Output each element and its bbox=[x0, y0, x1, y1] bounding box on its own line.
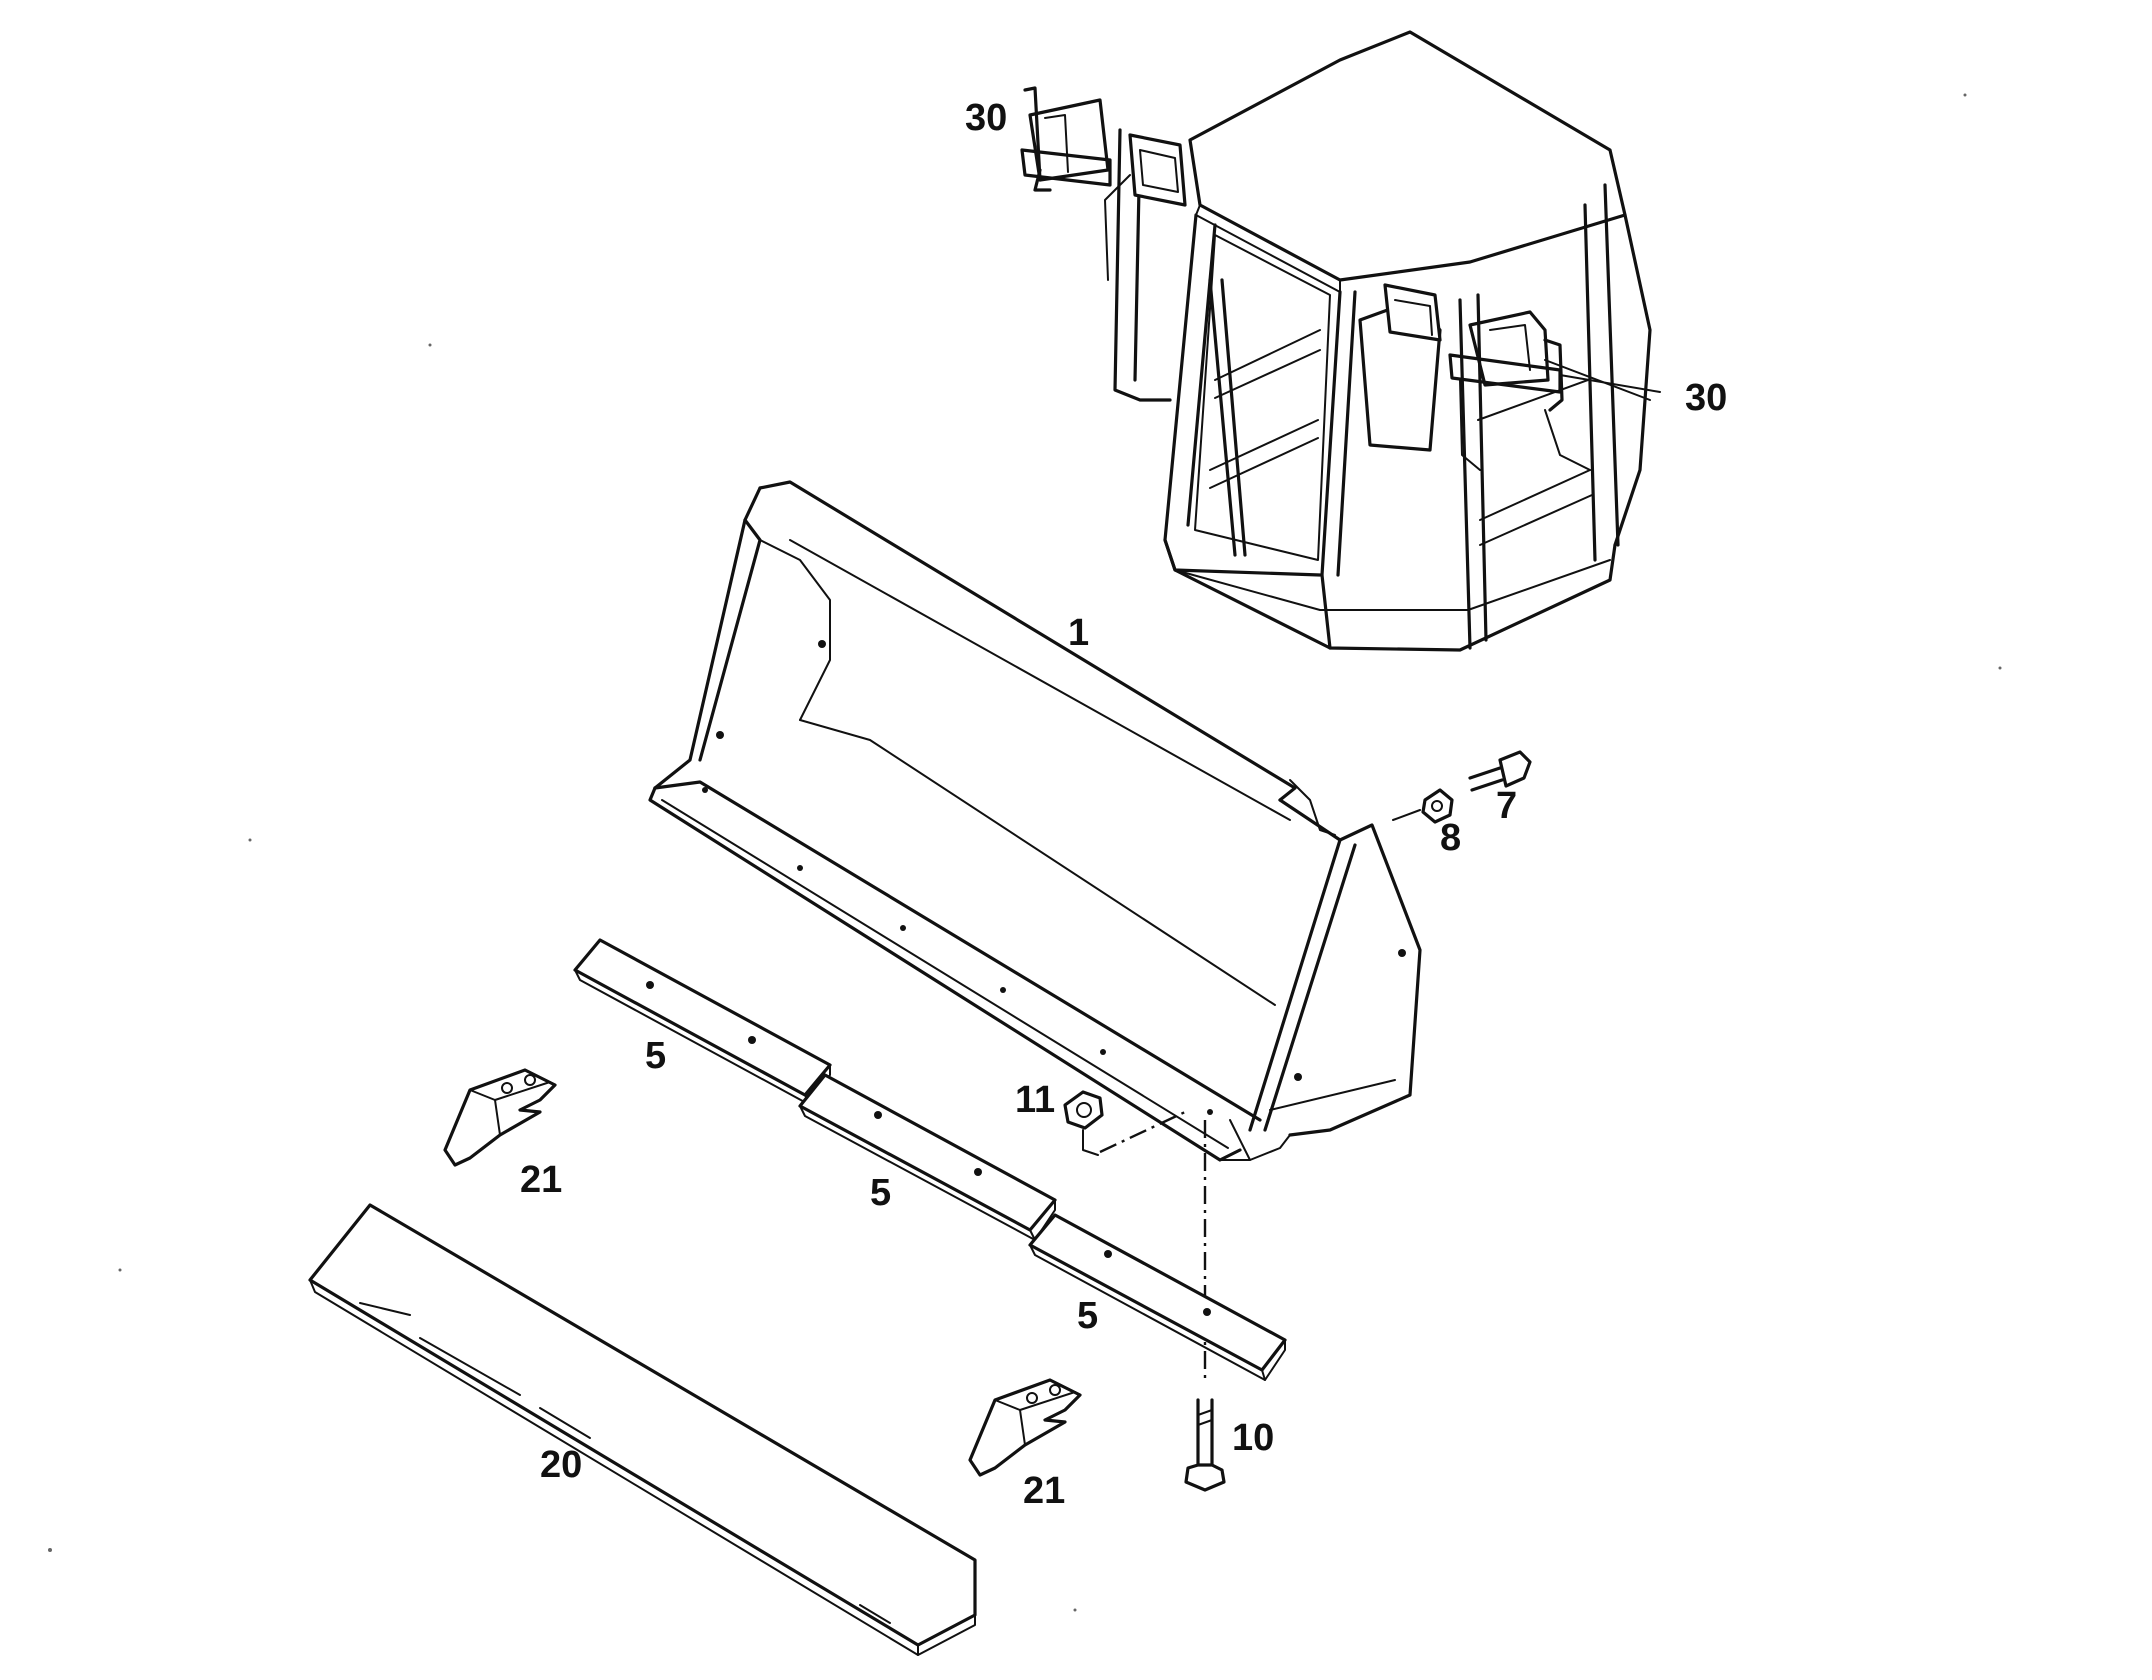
tooth-21-left bbox=[443, 1068, 557, 1167]
wear-plate-2 bbox=[798, 1073, 1057, 1241]
loader-bucket bbox=[648, 480, 1422, 1162]
callout-7-bolt: 7 bbox=[1496, 785, 1517, 827]
wear-plate-3 bbox=[1028, 1213, 1287, 1381]
nut-8 bbox=[1392, 788, 1454, 824]
cutting-edge-20 bbox=[308, 1203, 977, 1656]
callout-11-nut: 11 bbox=[1015, 1079, 1055, 1121]
callout-1-bucket: 1 bbox=[1068, 612, 1089, 654]
bolt-10 bbox=[1184, 1398, 1226, 1492]
callout-8-nut: 8 bbox=[1440, 817, 1461, 859]
callout-30-right-mirror: 30 bbox=[1685, 377, 1727, 419]
scan-specks bbox=[48, 93, 2002, 1612]
bolt-7 bbox=[1468, 750, 1532, 792]
callout-20-cutting-edge: 20 bbox=[540, 1444, 582, 1486]
callout-21-tooth-left: 21 bbox=[520, 1159, 562, 1201]
tooth-21-right bbox=[968, 1378, 1082, 1477]
operator-cab bbox=[1020, 30, 1652, 652]
nut-11 bbox=[1063, 1090, 1104, 1156]
leader-lines bbox=[1559, 374, 1661, 393]
callout-21-tooth-right: 21 bbox=[1023, 1470, 1065, 1512]
callout-5-wear-plate-2: 5 bbox=[870, 1172, 891, 1214]
wear-plate-1 bbox=[573, 938, 832, 1106]
callout-5-wear-plate-1: 5 bbox=[645, 1035, 666, 1077]
callout-30-left-mirror: 30 bbox=[965, 97, 1007, 139]
callout-5-wear-plate-3: 5 bbox=[1077, 1295, 1098, 1337]
assembly-centerline-11 bbox=[1099, 1110, 1186, 1154]
callout-10-bolt: 10 bbox=[1232, 1417, 1274, 1459]
